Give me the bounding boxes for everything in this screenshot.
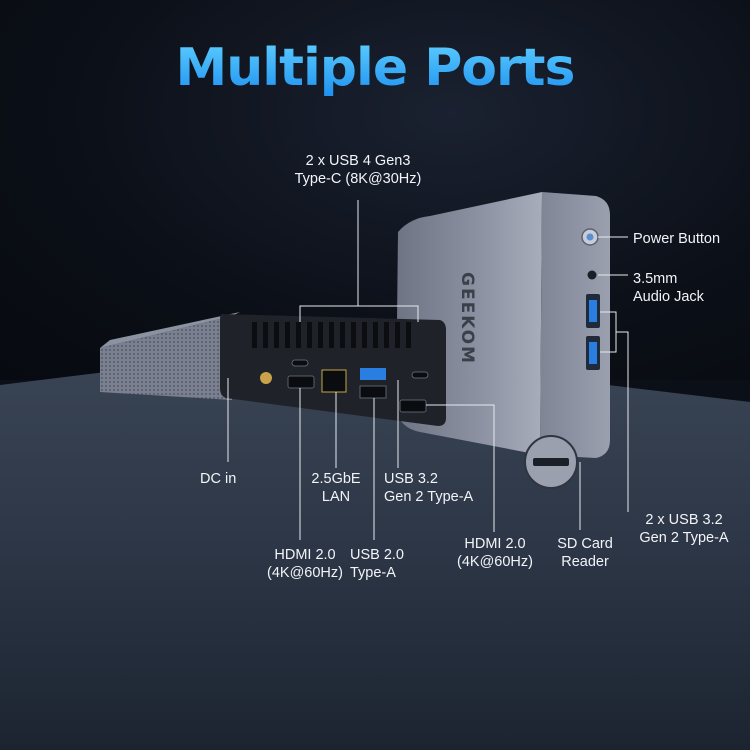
label-audio-jack: 3.5mm Audio Jack: [633, 271, 704, 305]
label-power-button: Power Button: [633, 231, 721, 247]
label-sd-card: SD Card Reader: [557, 536, 613, 570]
hdmi-port-left: [287, 375, 315, 389]
usbc-port-2: [411, 371, 429, 379]
brand-logo: GEEKOM: [457, 272, 477, 365]
usbc-port-1: [291, 359, 309, 367]
label-usb32-rear: USB 3.2 Gen 2 Type-A: [384, 471, 474, 505]
label-dc-in: DC in: [200, 471, 237, 487]
label-hdmi-left: HDMI 2.0 (4K@60Hz): [267, 547, 343, 581]
flat-mini-pc: [100, 312, 446, 426]
leader-lines: [227, 200, 629, 540]
label-usb4: 2 x USB 4 Gen3 Type-C (8K@30Hz): [294, 153, 422, 187]
dc-jack: [260, 372, 272, 384]
label-lan: 2.5GbE LAN: [311, 471, 361, 505]
label-usb32-front: 2 x USB 3.2 Gen 2 Type-A: [639, 512, 729, 546]
hdmi-port-right: [399, 399, 427, 413]
dark-background: [0, 0, 750, 380]
label-usb20: USB 2.0 Type-A: [350, 547, 404, 581]
page-title: Multiple Ports: [0, 38, 750, 98]
usb20-port: [359, 385, 387, 399]
usb32-port-rear: [360, 368, 386, 380]
label-hdmi-right: HDMI 2.0 (4K@60Hz): [457, 536, 533, 570]
audio-jack: [587, 270, 597, 280]
lan-port: [321, 369, 347, 393]
